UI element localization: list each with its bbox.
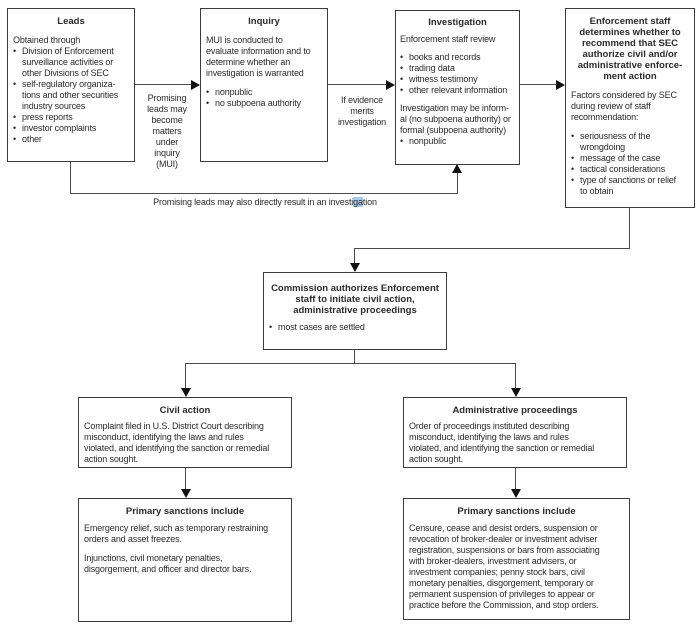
bullet-icon: •: [13, 112, 17, 122]
box-admin-proceedings: Administrative proceedings Order of proc…: [403, 397, 627, 468]
bullet-icon: •: [206, 98, 210, 108]
box-investigation-para2: Investigation may be inform- al (no subp…: [400, 103, 511, 135]
connector-enforcement-into-commission: [354, 248, 355, 264]
connector-leads-to-inquiry: [135, 84, 193, 85]
box-sanctions-admin: Primary sanctions include Censure, cease…: [403, 498, 630, 620]
box-civil-action-title: Civil action: [159, 405, 211, 416]
list-item: •seriousness of the wrongdoing: [571, 131, 651, 152]
arrowhead-down-icon: [511, 489, 521, 498]
list-item: •press reports: [13, 112, 73, 122]
list-item: •tactical considerations: [571, 164, 666, 174]
bullet-icon: •: [13, 134, 17, 144]
box-sanctions-admin-title: Primary sanctions include: [457, 506, 576, 517]
arrowhead-down-icon: [181, 489, 191, 498]
arrowhead-right-icon: [191, 80, 200, 90]
bullet-icon: •: [571, 164, 575, 174]
list-item: •nonpublic: [206, 87, 253, 97]
arrowhead-down-icon: [511, 388, 521, 397]
bullet-icon: •: [400, 52, 404, 62]
box-leads: Leads Obtained through •Division of Enfo…: [7, 8, 135, 162]
box-leads-intro: Obtained through: [13, 35, 81, 45]
list-item: •most cases are settled: [269, 322, 365, 332]
bullet-icon: •: [13, 123, 17, 133]
bullet-icon: •: [571, 131, 575, 141]
box-enforcement-title: Enforcement staff determines whether to …: [577, 16, 683, 82]
connector-to-civil: [185, 363, 186, 388]
bullet-icon: •: [571, 175, 575, 185]
list-item: •other: [13, 134, 42, 144]
box-investigation-title: Investigation: [428, 17, 487, 28]
box-enforcement-para: Factors considered by SEC during review …: [571, 90, 677, 122]
bullet-icon: •: [269, 322, 273, 332]
box-commission-title: Commission authorizes Enforcement staff …: [271, 283, 439, 316]
bullet-icon: •: [400, 74, 404, 84]
list-item: •message of the case: [571, 153, 661, 163]
bullet-icon: •: [13, 79, 17, 89]
bullet-icon: •: [206, 87, 210, 97]
bullet-icon: •: [400, 63, 404, 73]
label-bypass: Promising leads may also directly result…: [153, 197, 377, 207]
list-item: •investor complaints: [13, 123, 97, 133]
box-sanctions-admin-body: Censure, cease and desist orders, suspen…: [409, 523, 600, 610]
box-enforcement: Enforcement staff determines whether to …: [565, 8, 695, 208]
box-leads-title: Leads: [57, 16, 85, 27]
box-leads-bullets: •Division of Enforcement surveillance ac…: [13, 46, 129, 145]
box-civil-action-body: Complaint filed in U.S. District Court d…: [84, 421, 270, 464]
list-item: •self-regulatory organiza- tions and oth…: [13, 79, 119, 111]
list-item: •other relevant information: [400, 85, 508, 95]
connector-bypass-across: [70, 193, 458, 194]
box-sanctions-civil-para1: Emergency relief, such as temporary rest…: [84, 523, 269, 544]
box-civil-action: Civil action Complaint filed in U.S. Dis…: [78, 397, 292, 468]
connector-enforcement-across: [354, 248, 630, 249]
label-inquiry-to-investigation: If evidence merits investigation: [337, 95, 387, 127]
list-item: •trading data: [400, 63, 455, 73]
bullet-icon: •: [13, 46, 17, 56]
box-inquiry: Inquiry MUI is conducted to evaluate inf…: [200, 8, 328, 162]
box-sanctions-civil-title: Primary sanctions include: [125, 506, 245, 517]
box-admin-proceedings-title: Administrative proceedings: [452, 405, 578, 416]
box-commission-bullets: •most cases are settled: [269, 322, 441, 333]
list-item: •no subpoena authority: [206, 98, 301, 108]
arrowhead-up-icon: [452, 164, 462, 173]
box-enforcement-bullets: •seriousness of the wrongdoing •message …: [571, 131, 689, 197]
connector-bypass-down: [70, 162, 71, 193]
connector-split-across: [185, 363, 515, 364]
arrowhead-right-icon: [556, 80, 565, 90]
connector-to-admin: [515, 363, 516, 388]
box-commission: Commission authorizes Enforcement staff …: [263, 272, 447, 350]
bullet-icon: •: [400, 85, 404, 95]
box-inquiry-title: Inquiry: [248, 16, 280, 27]
list-item: •nonpublic: [400, 136, 447, 146]
box-sanctions-civil-para2: Injunctions, civil monetary penalties, d…: [84, 553, 252, 574]
list-item: •books and records: [400, 52, 481, 62]
bullet-icon: •: [571, 153, 575, 163]
box-admin-proceedings-body: Order of proceedings instituted describi…: [409, 421, 595, 464]
arrowhead-right-icon: [386, 80, 395, 90]
connector-investigation-to-enforcement: [520, 84, 558, 85]
bullet-icon: •: [400, 136, 404, 146]
list-item: •witness testimony: [400, 74, 478, 84]
box-sanctions-civil: Primary sanctions include Emergency reli…: [78, 498, 292, 622]
connector-commission-down: [354, 350, 355, 363]
arrowhead-down-icon: [181, 388, 191, 397]
box-inquiry-para: MUI is conducted to evaluate information…: [206, 35, 311, 78]
list-item: •Division of Enforcement surveillance ac…: [13, 46, 114, 78]
box-investigation-bullets2: •nonpublic: [400, 136, 515, 147]
arrowhead-down-icon: [350, 263, 360, 272]
box-investigation-para1: Enforcement staff review: [400, 34, 496, 44]
box-investigation: Investigation Enforcement staff review •…: [395, 10, 520, 165]
list-item: •type of sanctions or relief to obtain: [571, 175, 677, 196]
connector-enforcement-down: [629, 208, 630, 248]
connector-civil-to-sanctions: [185, 468, 186, 489]
connector-admin-to-sanctions: [515, 468, 516, 489]
label-leads-to-inquiry: Promising leads may become matters under…: [147, 93, 187, 169]
connector-bypass-up: [457, 173, 458, 193]
box-inquiry-bullets: •nonpublic •no subpoena authority: [206, 87, 322, 109]
connector-inquiry-to-investigation: [328, 84, 388, 85]
box-investigation-bullets: •books and records •trading data •witnes…: [400, 52, 515, 96]
text-selection-highlight: ga: [353, 197, 363, 207]
